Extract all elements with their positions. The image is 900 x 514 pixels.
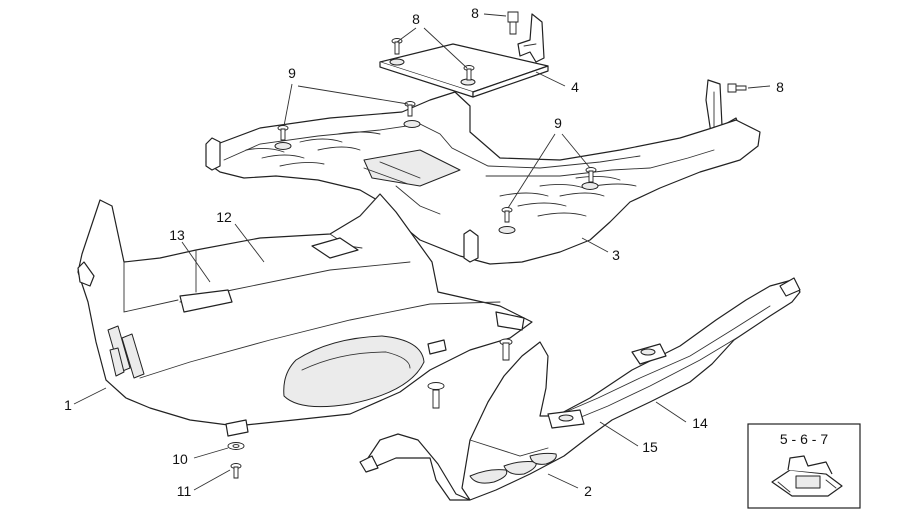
part-2-lower-tray xyxy=(359,277,801,501)
screw-mid xyxy=(427,382,445,409)
callout-8-right: 8 xyxy=(776,79,784,95)
part-1-undertray xyxy=(77,193,533,437)
callout-8-top: 8 xyxy=(471,5,479,21)
screw-9-a xyxy=(277,125,289,141)
bracket-top xyxy=(517,13,545,63)
callout-10: 10 xyxy=(172,451,188,467)
callout-9-left: 9 xyxy=(288,65,296,81)
callout-13: 13 xyxy=(169,227,185,243)
part-3-footrest xyxy=(205,91,761,265)
screw-9-b xyxy=(404,101,416,117)
callout-labels: 8 8 8 4 9 9 3 12 13 1 14 15 2 10 11 xyxy=(64,5,784,499)
callout-9-right: 9 xyxy=(554,115,562,131)
screw-8-right xyxy=(727,83,747,93)
screw-8-plate-right xyxy=(463,65,475,81)
screw-9-d xyxy=(585,167,597,183)
callout-14: 14 xyxy=(692,415,708,431)
callout-1: 1 xyxy=(64,397,72,413)
inset-label: 5 - 6 - 7 xyxy=(780,431,828,447)
inset-box-5-6-7: 5 - 6 - 7 xyxy=(747,423,861,509)
callout-11: 11 xyxy=(177,483,192,499)
screw-8-top xyxy=(507,11,519,35)
clip-nut-icon xyxy=(771,455,843,497)
screw-8-plate-left xyxy=(391,38,403,55)
callout-4: 4 xyxy=(571,79,579,95)
callout-8-plate: 8 xyxy=(412,11,420,27)
callout-15: 15 xyxy=(642,439,658,455)
screw-mid-right xyxy=(499,338,513,361)
leader-lines xyxy=(73,13,771,491)
washer-10 xyxy=(227,442,245,450)
screw-9-c xyxy=(501,207,513,223)
callout-3: 3 xyxy=(612,247,620,263)
callout-2: 2 xyxy=(584,483,592,499)
screw-11 xyxy=(230,463,242,479)
callout-12: 12 xyxy=(216,209,232,225)
